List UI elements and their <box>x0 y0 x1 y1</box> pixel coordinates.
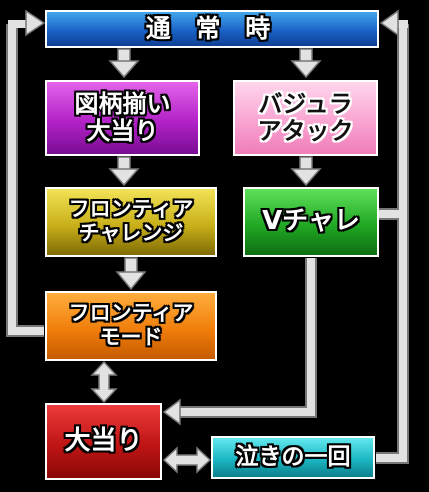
node-vajra-attack[interactable]: バジュラ アタック <box>233 80 378 156</box>
node-frontier-mode-label: フロンティア モード <box>68 301 194 349</box>
arrow-mode-jackpot-bidirectional <box>90 360 118 404</box>
arrow-normal-to-bajura <box>290 48 322 79</box>
node-symbol-jackpot[interactable]: 図柄揃い 大当り <box>45 80 200 156</box>
arrow-bajura-to-vchare <box>290 156 322 187</box>
arrow-jackpot-naki-bidirectional <box>162 446 212 474</box>
node-normal-state[interactable]: 通 常 時 <box>45 10 379 48</box>
arrow-challenge-to-mode <box>115 257 147 291</box>
arrow-zugara-to-challenge <box>108 156 140 187</box>
loop-mode-to-normal <box>6 9 46 337</box>
arrow-normal-to-zugara <box>108 48 140 79</box>
node-vajra-attack-label: バジュラ アタック <box>257 90 354 145</box>
node-symbol-jackpot-label: 図柄揃い 大当り <box>74 90 171 145</box>
node-jackpot-label: 大当り <box>64 425 143 456</box>
node-one-more-chance-label: 泣きの一回 <box>235 443 351 470</box>
node-one-more-chance[interactable]: 泣きの一回 <box>211 436 375 479</box>
loop-right-to-normal <box>376 9 409 464</box>
node-frontier-mode[interactable]: フロンティア モード <box>45 291 217 361</box>
node-v-challenge[interactable]: Vチャレ <box>243 187 379 257</box>
node-normal-label: 通 常 時 <box>145 14 279 43</box>
node-v-challenge-label: Vチャレ <box>262 206 360 237</box>
node-jackpot[interactable]: 大当り <box>45 403 162 480</box>
path-vchare-to-jackpot <box>162 258 317 426</box>
node-frontier-challenge[interactable]: フロンティア チャレンジ <box>45 187 217 257</box>
node-frontier-challenge-label: フロンティア チャレンジ <box>68 197 194 245</box>
